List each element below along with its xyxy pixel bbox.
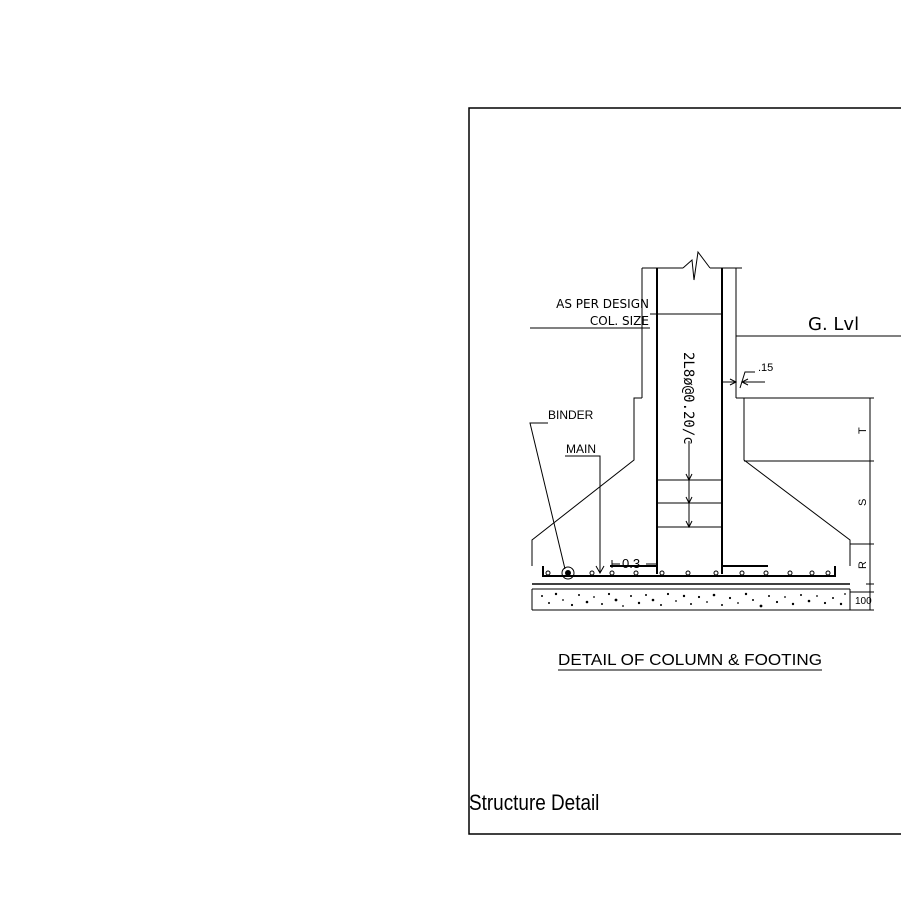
as-per-design-label: AS PER DESIGN bbox=[556, 297, 649, 311]
leaders bbox=[529, 327, 650, 575]
footing-outline bbox=[531, 397, 870, 611]
dim-s-label: S bbox=[857, 499, 869, 506]
bar-spacing-dimension bbox=[611, 560, 658, 568]
column bbox=[641, 250, 742, 566]
pcc-hatch bbox=[541, 592, 846, 608]
rebar-dots bbox=[545, 566, 831, 580]
main-reinforcement bbox=[542, 565, 836, 577]
dim-pcc-label: 100 bbox=[855, 596, 872, 607]
dim-t-label: T bbox=[857, 427, 869, 434]
stirrup-label: 2L8ø@0.20/c bbox=[680, 352, 696, 445]
binder-label: BINDER bbox=[548, 408, 594, 422]
dim-r-label: R bbox=[857, 561, 869, 569]
stirrups bbox=[657, 441, 722, 529]
detail-title: DETAIL OF COLUMN & FOOTING bbox=[558, 652, 822, 669]
vertical-dimension-chain bbox=[866, 397, 874, 611]
main-label: MAIN bbox=[566, 442, 596, 456]
clear-gap-label: .15 bbox=[758, 362, 773, 374]
gap-dimension bbox=[722, 371, 765, 389]
title-block-title: Structure Detail bbox=[469, 790, 600, 815]
sheet-border bbox=[468, 107, 901, 835]
bar-spacing-label: 0.3 bbox=[622, 556, 640, 571]
col-size-label: COL. SIZE bbox=[590, 314, 649, 328]
ground-level-label: G. Lvl bbox=[808, 314, 859, 335]
